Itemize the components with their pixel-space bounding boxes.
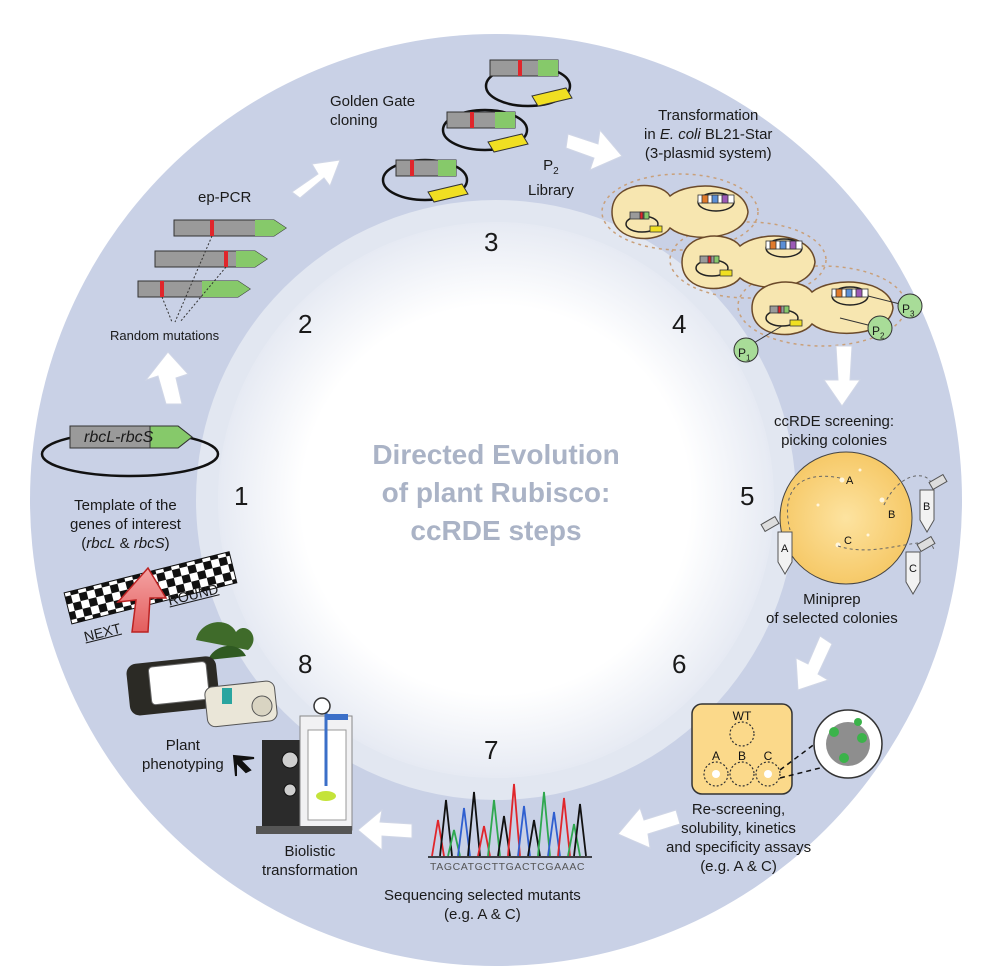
- microtubes: [760, 473, 948, 595]
- well-label-b: B: [738, 749, 746, 763]
- plate-label-b: B: [888, 509, 895, 521]
- gene-construct-text: rbcL-rbcS: [84, 429, 154, 446]
- miniprep-label: Miniprep of selected colonies: [766, 590, 898, 628]
- well-label-c: C: [764, 749, 773, 763]
- miniprep-line-1: Miniprep: [803, 591, 861, 608]
- ccrde-screening-label: ccRDE screening: picking colonies: [774, 412, 894, 450]
- step-number-6: 6: [672, 649, 687, 679]
- golden-gate-plasmids: [381, 59, 573, 203]
- transformation-line-1: Transformation: [658, 107, 759, 124]
- p1-badge-label: P1: [738, 346, 751, 363]
- step-number-7: 7: [484, 735, 499, 765]
- miniprep-line-2: of selected colonies: [766, 610, 898, 627]
- biolistic-label: Biolistic transformation: [262, 842, 358, 880]
- phenotyping-arrow: [232, 754, 255, 777]
- plant-phenotyping-line-2: phenotyping: [142, 756, 224, 773]
- p2-library-text: Library: [528, 182, 574, 199]
- plant-phenotyping-label: Plant phenotyping: [142, 736, 224, 774]
- template-label: Template of the genes of interest (rbcL …: [70, 497, 181, 552]
- step-number-3: 3: [484, 227, 499, 257]
- plate-label-a: A: [846, 475, 854, 487]
- plasmid-p3-badge: [897, 293, 923, 319]
- p2-library-sub: 2: [553, 166, 559, 177]
- golden-gate-line-1: Golden Gate: [330, 93, 416, 110]
- transformation-label: Transformation in E. coli BL21-Star (3-p…: [644, 106, 772, 163]
- plasmid-p1-badge: [733, 337, 759, 363]
- golden-gate-line-2: cloning: [330, 112, 378, 129]
- template-plasmid: [40, 425, 220, 478]
- template-gene-amp: &: [115, 535, 134, 552]
- template-line-2: genes of interest: [70, 516, 181, 533]
- center-title-line-3: ccRDE steps: [410, 515, 582, 546]
- gene-gun: [256, 697, 353, 834]
- rescreening-line-3: and specificity assays: [666, 839, 812, 856]
- gene-construct-label: rbcL-rbcS: [84, 428, 153, 447]
- phenotyping-device: [126, 622, 278, 728]
- tube-label-b: B: [923, 501, 930, 513]
- step-number-5: 5: [740, 481, 755, 511]
- step-number-2: 2: [298, 309, 313, 339]
- step-number-8: 8: [298, 649, 313, 679]
- p2-library-p: P: [543, 157, 554, 174]
- transformation-line-3: (3-plasmid system): [644, 145, 772, 162]
- plate-label-c: C: [844, 535, 852, 547]
- assay-well-labels: WT A B C: [712, 709, 773, 763]
- p2-library-label: P2 Library: [528, 156, 574, 200]
- golden-gate-label: Golden Gate cloning: [330, 92, 415, 130]
- ccrde-screening-line-2: picking colonies: [781, 432, 887, 449]
- well-label-wt: WT: [733, 709, 752, 723]
- ecoli-cells: [601, 173, 923, 363]
- rescreening-line-2: solubility, kinetics: [681, 820, 796, 837]
- step-number-4: 4: [672, 309, 687, 339]
- center-title-line-1: Directed Evolution: [372, 439, 620, 470]
- assay-plate: [691, 703, 883, 795]
- rescreening-line-1: Re-screening,: [691, 801, 786, 818]
- next-round-arrow: [116, 566, 168, 633]
- random-mutations-label: Random mutations: [110, 328, 220, 343]
- ep-pcr-genes: [137, 219, 287, 323]
- transformation-species: E. coli: [659, 126, 701, 143]
- plant-phenotyping-line-1: Plant: [165, 737, 200, 754]
- transformation-strain: BL21-Star: [704, 126, 773, 143]
- tube-label-c: C: [909, 563, 917, 575]
- step-number-1: 1: [234, 481, 249, 511]
- center-title-line-2: of plant Rubisco:: [381, 477, 611, 508]
- biolistic-line-1: Biolistic: [284, 843, 336, 860]
- cycle-arrows: [144, 128, 861, 852]
- dna-sequence: TAGCATGCTTGACTCGAAAC: [430, 861, 585, 873]
- ep-pcr-label: ep-PCR: [198, 189, 252, 206]
- template-gene-rbcs: rbcS: [133, 535, 165, 552]
- sequencing-line-2: (e.g. A & C): [444, 906, 521, 923]
- center-title: Directed Evolution of plant Rubisco: ccR…: [326, 436, 666, 550]
- sequencing-chromatogram: [428, 783, 592, 858]
- biolistic-line-2: transformation: [262, 862, 358, 879]
- transformation-in: in: [644, 126, 656, 143]
- colony-plate: [779, 451, 935, 585]
- rescreening-line-4: (e.g. A & C): [700, 858, 777, 875]
- plasmid-p2-badge: [867, 315, 893, 341]
- template-gene-rbcl: rbcL: [86, 535, 116, 552]
- cycle-center: [218, 222, 774, 778]
- sequencing-line-1: Sequencing selected mutants: [384, 887, 581, 904]
- plate-letters: A B C A B C: [781, 475, 930, 575]
- p3-badge-label: P3: [902, 302, 915, 319]
- rescreening-label: Re-screening, solubility, kinetics and s…: [666, 800, 811, 876]
- template-line-1: Template of the: [74, 497, 177, 514]
- sequencing-label: Sequencing selected mutants (e.g. A & C): [384, 886, 581, 924]
- well-label-a: A: [712, 749, 720, 763]
- tube-label-a: A: [781, 543, 789, 555]
- ccrde-screening-line-1: ccRDE screening:: [774, 413, 895, 430]
- p2-badge-label: P2: [872, 324, 885, 341]
